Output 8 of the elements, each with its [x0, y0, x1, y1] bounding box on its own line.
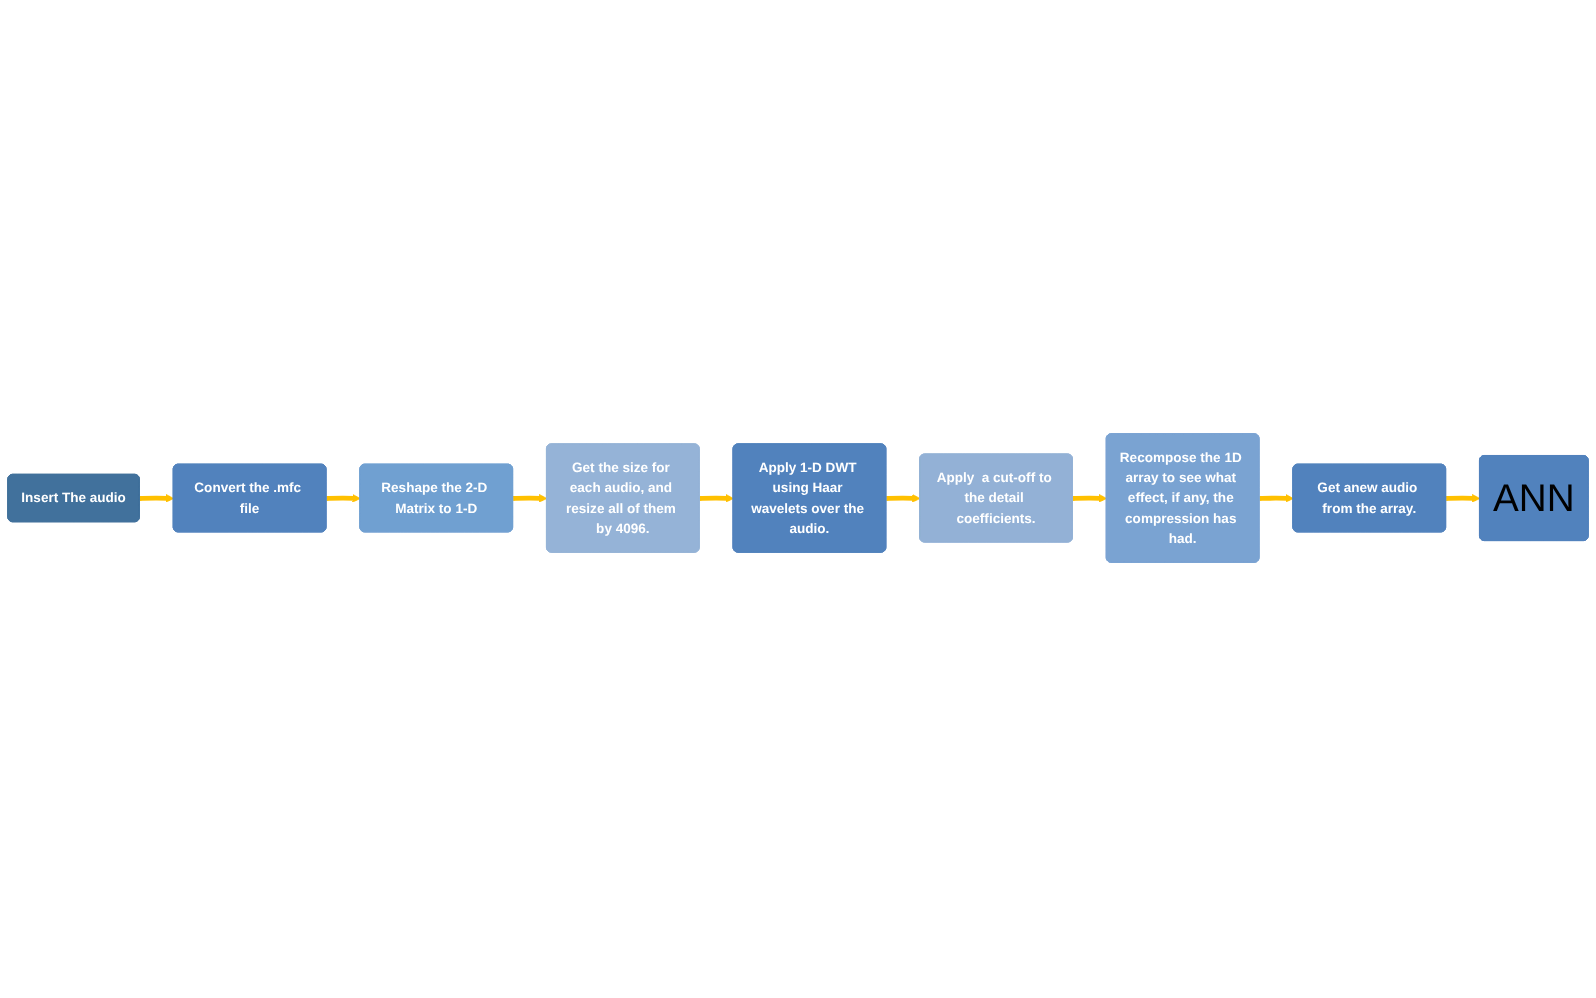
arrow [1259, 495, 1294, 504]
arrow [326, 495, 361, 504]
arrow [886, 495, 921, 504]
arrow [1446, 495, 1481, 504]
arrow [1072, 495, 1108, 504]
arrow [699, 495, 734, 504]
arrow [513, 495, 548, 504]
arrow [139, 495, 175, 504]
